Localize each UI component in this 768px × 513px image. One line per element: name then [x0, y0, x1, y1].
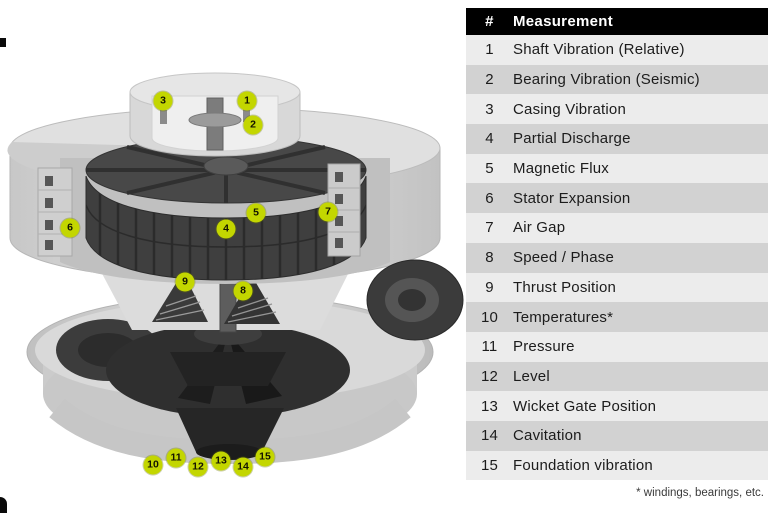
row-number: 6	[485, 189, 494, 207]
table-row: 6 Stator Expansion	[466, 183, 768, 214]
row-number: 5	[485, 160, 494, 178]
measurement-marker-3: 3	[153, 91, 173, 111]
guide-bearing-cone	[224, 276, 280, 324]
table-row: 7 Air Gap	[466, 213, 768, 243]
row-label: Foundation vibration	[513, 456, 653, 474]
table-row: 15 Foundation vibration	[466, 450, 768, 481]
row-number: 3	[485, 100, 494, 118]
bearing-compartment	[98, 261, 352, 333]
table-row: 13 Wicket Gate Position	[466, 391, 768, 421]
row-number: 4	[485, 130, 494, 148]
row-number: 7	[485, 219, 494, 237]
row-label: Speed / Phase	[513, 249, 615, 267]
row-label: Stator Expansion	[513, 189, 631, 207]
measurement-marker-5: 5	[246, 203, 266, 223]
table-row: 3 Casing Vibration	[466, 94, 768, 125]
measurement-marker-11: 11	[166, 448, 186, 468]
row-number: 1	[485, 41, 494, 59]
stator-frame-left	[37, 167, 73, 257]
table-row: 2 Bearing Vibration (Seismic)	[466, 64, 768, 95]
upper-bearing-bracket	[129, 72, 301, 157]
table-row: 4 Partial Discharge	[466, 124, 768, 154]
row-label: Thrust Position	[513, 278, 617, 296]
row-label: Casing Vibration	[513, 100, 626, 118]
header-number-column: #	[485, 13, 494, 30]
table-row: 12 Level	[466, 361, 768, 392]
row-label: Wicket Gate Position	[513, 397, 657, 415]
row-label: Level	[513, 367, 550, 385]
table-row: 14 Cavitation	[466, 420, 768, 451]
row-number: 9	[485, 278, 494, 296]
measurement-marker-9: 9	[175, 272, 195, 292]
row-label: Cavitation	[513, 427, 582, 445]
turbine-illustration	[7, 72, 464, 465]
header-measurement-column: Measurement	[513, 13, 614, 30]
measurement-marker-14: 14	[233, 457, 253, 477]
row-number: 11	[481, 338, 498, 356]
table-row: 10 Temperatures*	[466, 302, 768, 332]
measurement-marker-7: 7	[318, 202, 338, 222]
measurement-marker-1: 1	[237, 91, 257, 111]
measurement-marker-10: 10	[143, 455, 163, 475]
measurement-marker-2: 2	[243, 115, 263, 135]
row-number: 12	[480, 367, 499, 385]
row-number: 15	[480, 456, 499, 474]
table-row: 8 Speed / Phase	[466, 242, 768, 273]
row-label: Partial Discharge	[513, 130, 631, 148]
edge-artifact-top	[0, 38, 6, 47]
row-label: Air Gap	[513, 219, 566, 237]
row-number: 8	[485, 249, 494, 267]
row-label: Bearing Vibration (Seismic)	[513, 71, 700, 89]
rotor	[85, 136, 367, 204]
measurement-marker-13: 13	[211, 451, 231, 471]
row-number: 2	[485, 71, 494, 89]
row-number: 13	[480, 397, 499, 415]
measurement-marker-6: 6	[60, 218, 80, 238]
table-body: 1 Shaft Vibration (Relative) 2 Bearing Vibr…	[466, 35, 768, 481]
measurement-marker-15: 15	[255, 447, 275, 467]
table-row: 1 Shaft Vibration (Relative)	[466, 35, 768, 65]
volute-section-right	[366, 259, 464, 341]
sensor-right	[243, 108, 250, 122]
table-row: 9 Thrust Position	[466, 272, 768, 303]
row-label: Shaft Vibration (Relative)	[513, 41, 685, 59]
row-number: 10	[480, 308, 499, 326]
table-row: 5 Magnetic Flux	[466, 153, 768, 184]
table-footnote: * windings, bearings, etc.	[636, 487, 764, 500]
edge-artifact-bottom	[0, 497, 7, 513]
measurement-table: # Measurement 1 Shaft Vibration (Relative…	[466, 8, 768, 499]
row-label: Pressure	[513, 338, 575, 356]
measurement-marker-4: 4	[216, 219, 236, 239]
sensor-left	[160, 110, 167, 124]
row-number: 14	[480, 427, 499, 445]
table-row: 11 Pressure	[466, 331, 768, 362]
row-label: Temperatures*	[513, 308, 614, 326]
measurement-marker-12: 12	[188, 457, 208, 477]
table-header: # Measurement	[466, 8, 768, 35]
thrust-bearing-cone	[152, 272, 208, 322]
measurement-marker-8: 8	[233, 281, 253, 301]
row-label: Magnetic Flux	[513, 160, 609, 178]
